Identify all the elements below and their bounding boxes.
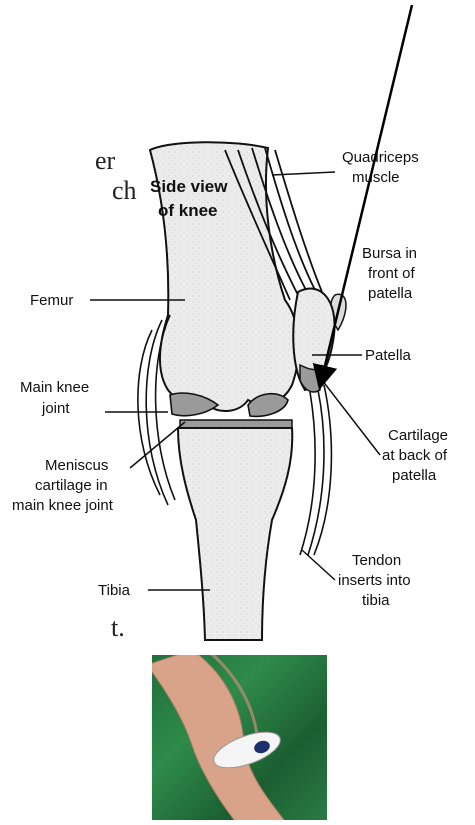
label-cartilage-back: Cartilage <box>388 427 448 444</box>
label-tendon: Tendon <box>352 552 401 569</box>
patellar-tendon <box>300 385 331 555</box>
label-bursa: patella <box>368 285 413 302</box>
pointer-arrow <box>322 5 412 378</box>
tibia-bone <box>178 428 292 640</box>
label-tibia: Tibia <box>98 582 131 599</box>
label-femur: Femur <box>30 292 73 309</box>
knee-strap-photo <box>152 655 327 820</box>
label-meniscus: cartilage in <box>35 477 108 494</box>
diagram-title-line-1: Side view <box>150 177 228 196</box>
label-quadriceps: Quadriceps <box>342 149 419 166</box>
label-bursa: Bursa in <box>362 245 417 262</box>
knee-side-view-diagram: Side view of knee Quadriceps muscle Burs… <box>0 0 475 650</box>
label-patella: Patella <box>365 347 412 364</box>
label-cartilage-back: at back of <box>382 447 448 464</box>
tibial-cartilage <box>180 420 292 428</box>
label-main-knee-joint: Main knee <box>20 379 89 396</box>
knee-strap-illustration <box>152 655 327 820</box>
label-meniscus: Meniscus <box>45 457 108 474</box>
label-tendon: inserts into <box>338 572 411 589</box>
label-quadriceps: muscle <box>352 169 400 186</box>
label-cartilage-back: patella <box>392 467 437 484</box>
label-main-knee-joint: joint <box>41 400 70 417</box>
diagram-title-line-2: of knee <box>158 201 218 220</box>
label-tendon: tibia <box>362 592 390 609</box>
label-meniscus: main knee joint <box>12 497 114 514</box>
label-bursa: front of <box>368 265 416 282</box>
